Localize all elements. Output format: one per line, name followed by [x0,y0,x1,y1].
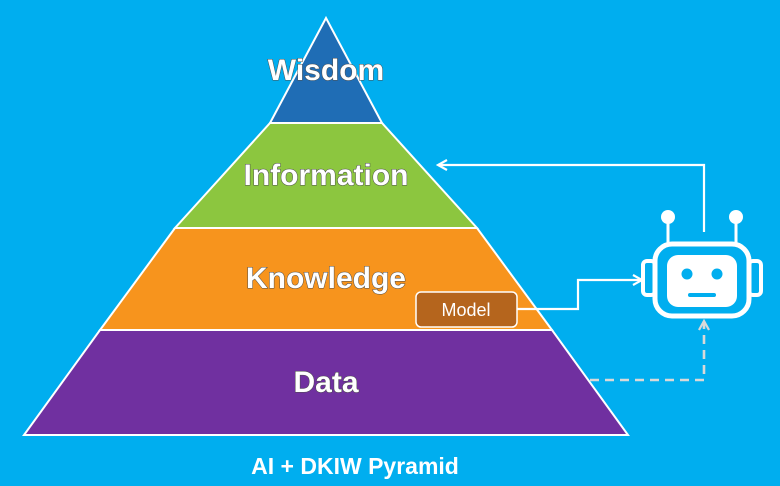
connector-robot-to-information [438,165,706,232]
model-box-label: Model [441,300,490,320]
tier-data[interactable] [22,329,630,436]
model-box[interactable]: Model [415,291,518,328]
diagram-caption: AI + DKIW Pyramid [251,453,459,479]
robot-icon[interactable] [641,210,763,319]
tier-label-information: Information [244,159,409,192]
connector-data-to-robot [590,321,704,382]
tier-label-data: Data [293,366,358,399]
tier-label-knowledge: Knowledge [246,262,406,295]
tier-label-wisdom: Wisdom [268,54,384,87]
connector-model-to-robot [517,280,642,311]
